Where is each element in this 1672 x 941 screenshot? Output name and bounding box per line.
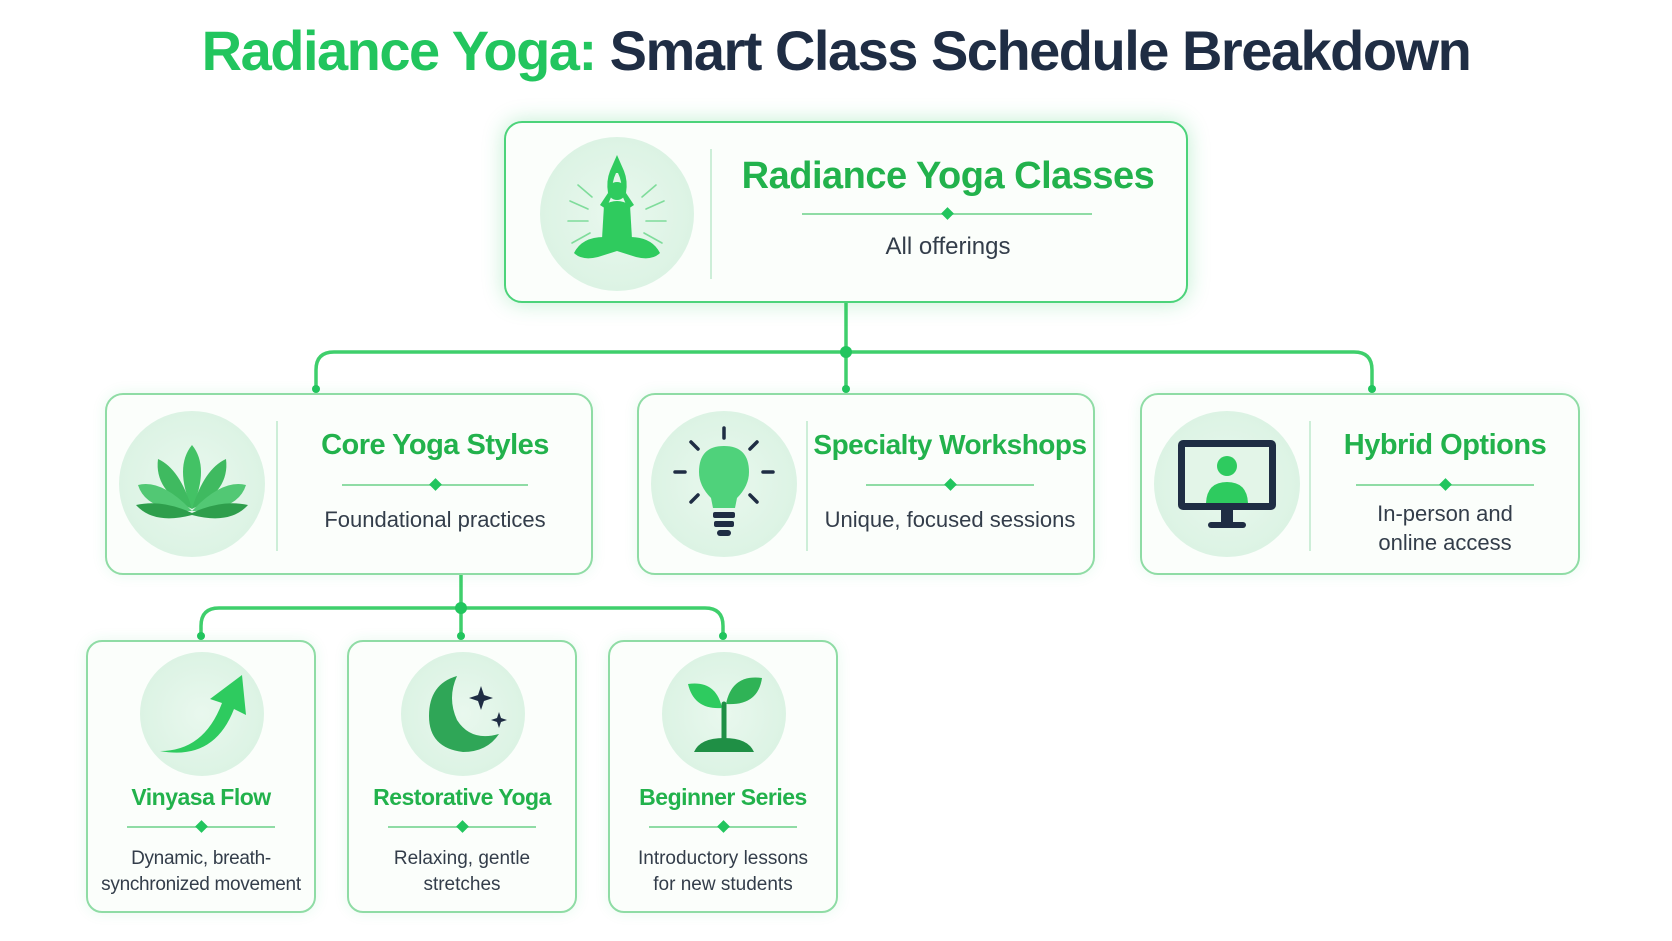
restorative-separator [388,820,536,834]
root-title: Radiance Yoga Classes [741,155,1155,197]
restorative-icon-circle [401,652,525,776]
hybrid-subtitle-line-2: online access [1378,530,1512,555]
title-rest: Smart Class Schedule Breakdown [609,19,1472,82]
specialty-divider [806,421,808,551]
root-divider [710,149,712,279]
vinyasa-icon-circle [140,652,264,776]
hybrid-divider [1309,421,1311,551]
root-icon-circle [540,137,694,291]
core-separator [342,478,528,492]
vinyasa-subtitle-line-2: synchronized movement [101,874,301,895]
style-title-beginner: Beginner Series [639,784,807,810]
style-title-vinyasa: Vinyasa Flow [131,784,271,810]
title-accent: Radiance Yoga: [201,19,597,82]
root-card: Radiance Yoga Classes All offerings [504,121,1188,303]
style-title-restorative: Restorative Yoga [373,784,551,810]
style-subtitle-beginner: Introductory lessons for new students [610,846,836,898]
category-title-core: Core Yoga Styles [321,429,549,461]
lotus-icon [136,445,248,519]
category-title-hybrid: Hybrid Options [1343,429,1547,461]
restorative-subtitle-line-2: stretches [423,874,501,895]
hybrid-subtitle-line-1: In-person and [1377,501,1513,526]
style-card-vinyasa-flow: Vinyasa Flow Dynamic, breath- synchroniz… [86,640,316,913]
specialty-icon-circle [651,411,797,557]
beginner-icon-circle [662,652,786,776]
beginner-subtitle-line-1: Introductory lessons [637,848,809,869]
sprout-icon [688,677,762,752]
beginner-subtitle-line-2: for new students [653,874,793,895]
style-card-beginner-series: Beginner Series Introductory lessons for… [608,640,838,913]
moon-stars-icon [429,676,507,752]
hybrid-separator [1356,478,1534,492]
style-card-restorative-yoga: Restorative Yoga Relaxing, gentle stretc… [347,640,577,913]
category-subtitle-core: Foundational practices [324,507,546,532]
meditation-pose-icon [567,155,667,259]
vinyasa-subtitle-line-1: Dynamic, breath- [131,848,271,869]
category-card-core-yoga-styles: Core Yoga Styles Foundational practices [105,393,593,575]
core-icon-circle [119,411,265,557]
style-subtitle-restorative: Relaxing, gentle stretches [349,846,575,898]
category-card-specialty-workshops: Specialty Workshops Unique, focused sess… [637,393,1095,575]
hybrid-icon-circle [1154,411,1300,557]
category-title-specialty: Specialty Workshops [813,429,1087,460]
monitor-person-icon [1178,440,1276,528]
style-subtitle-vinyasa: Dynamic, breath- synchronized movement [88,846,314,898]
root-subtitle: All offerings [885,233,1011,260]
core-divider [276,421,278,551]
vinyasa-separator [127,820,275,834]
category-subtitle-specialty: Unique, focused sessions [824,507,1076,532]
category-card-hybrid-options: Hybrid Options In-person and online acce… [1140,393,1580,575]
upward-arrow-icon [160,675,246,753]
root-separator [802,207,1092,221]
beginner-separator [649,820,797,834]
restorative-subtitle-line-1: Relaxing, gentle [393,848,531,869]
specialty-separator [866,478,1034,492]
page-title: Radiance Yoga: Smart Class Schedule Brea… [0,16,1672,86]
lightbulb-icon [673,426,775,536]
category-subtitle-hybrid: In-person and online access [1320,499,1570,557]
